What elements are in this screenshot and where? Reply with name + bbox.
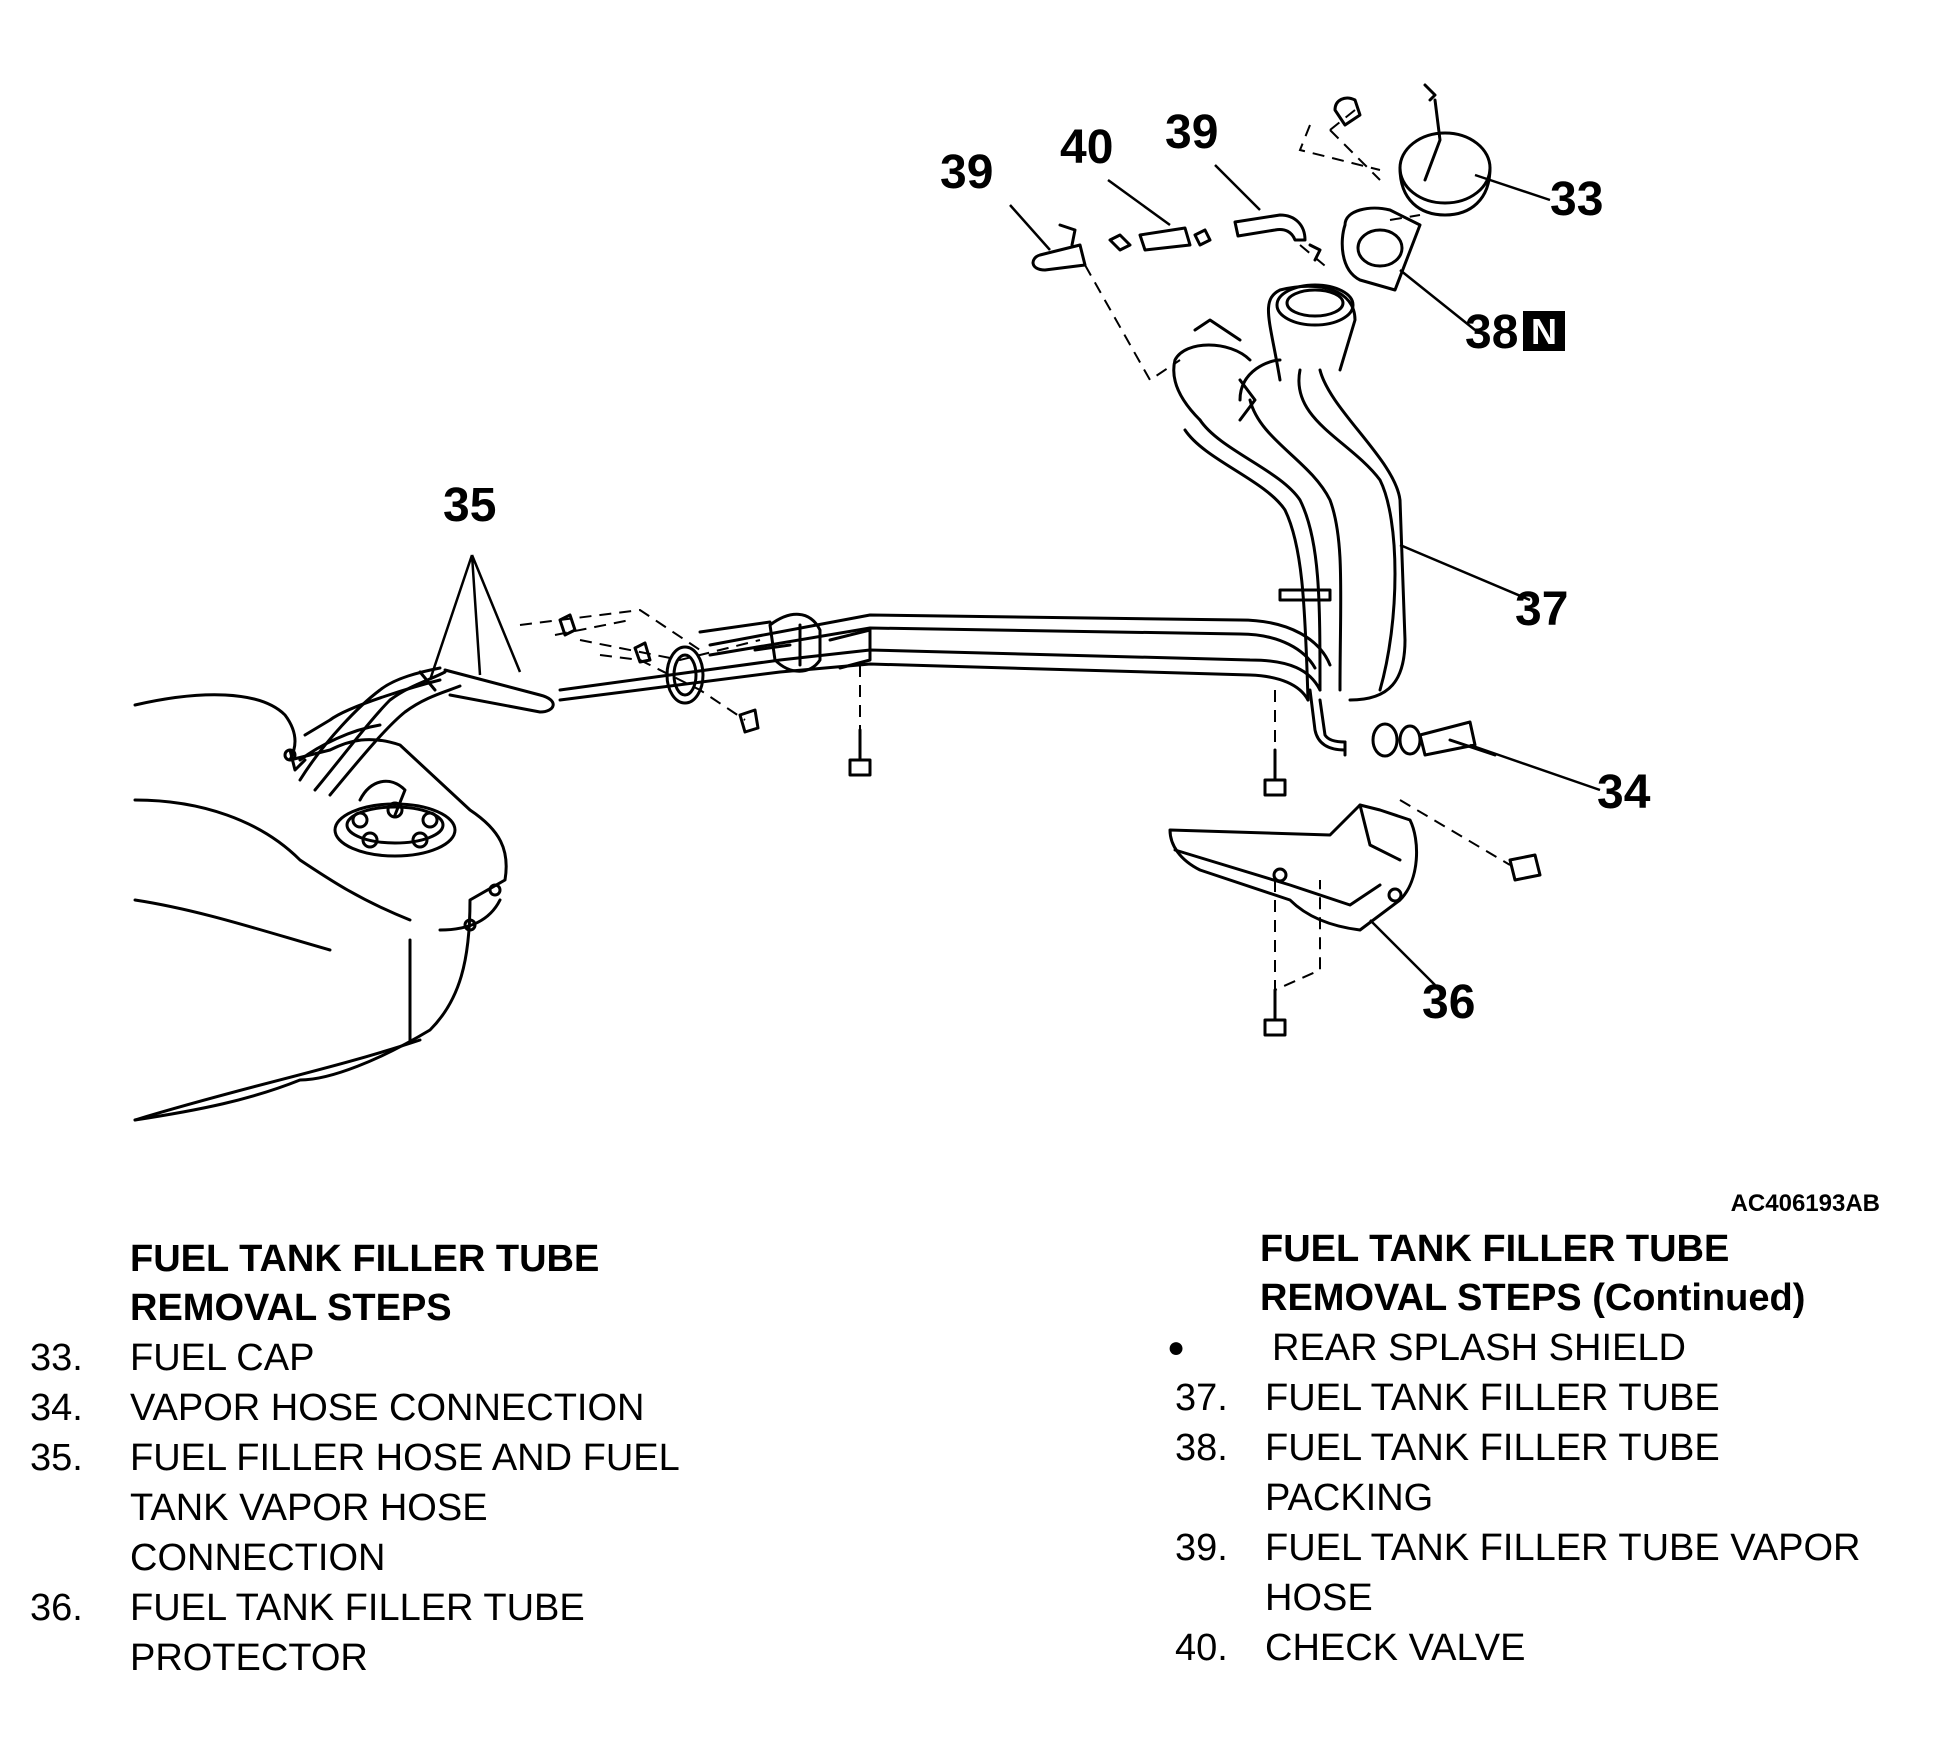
mounting-bolts [848,728,1542,1037]
filler-tube-protector [1168,803,1419,932]
step-38: 38. FUEL TANK FILLER TUBE PACKING [1165,1423,1945,1523]
steps-heading-continued: FUEL TANK FILLER TUBE REMOVAL STEPS (Con… [1260,1228,1806,1319]
figure-code: AC406193AB [1730,1190,1880,1217]
removal-steps-right: FUEL TANK FILLER TUBE REMOVAL STEPS (Con… [1165,1225,1945,1673]
leader-36 [1369,919,1436,986]
step-35: 35. FUEL FILLER HOSE AND FUEL TANK VAPOR… [30,1433,790,1583]
leader-33 [1474,173,1551,202]
step-36: 36. FUEL TANK FILLER TUBE PROTECTOR [30,1583,790,1683]
fuel-tank [133,693,508,1122]
bullet-icon: ● [1167,1331,1186,1364]
leader-35 [428,554,522,681]
step-39: 39. FUEL TANK FILLER TUBE VAPOR HOSE [1165,1523,1945,1623]
step-text: FUEL CAP [130,1337,315,1379]
callout-37: 37 [1515,583,1568,636]
step-number: 39. [1175,1527,1228,1569]
filler-tube-exploded-diagram: 39 40 39 33 38 N 35 37 34 36 [133,83,1651,1122]
step-rear-splash-shield: ● REAR SPLASH SHIELD [1165,1323,1945,1373]
callout-39-right: 39 [1165,106,1218,159]
step-number: 40. [1175,1627,1228,1669]
fuel-cap-and-packing [1333,83,1492,292]
step-text: REAR SPLASH SHIELD [1272,1327,1686,1369]
step-text: FUEL FILLER HOSE AND FUEL TANK VAPOR HOS… [130,1437,680,1579]
step-40: 40. CHECK VALVE [1165,1623,1945,1673]
new-part-badge [1523,311,1565,351]
step-text: CHECK VALVE [1265,1627,1526,1669]
leader-38 [1399,269,1476,331]
filler-tube-long-section [558,612,1332,702]
step-text: FUEL TANK FILLER TUBE [1265,1377,1720,1419]
step-number: 38. [1175,1427,1228,1469]
callout-39-left: 39 [940,146,993,199]
vapor-pipe-lower [1308,688,1497,758]
step-number: 34. [30,1387,83,1429]
callout-40: 40 [1060,121,1113,174]
leader-40 [1107,178,1171,227]
step-text: VAPOR HOSE CONNECTION [130,1387,645,1429]
step-number: 36. [30,1587,83,1629]
leader-39b [1214,164,1261,211]
step-number: 35. [30,1437,83,1479]
callout-33: 33 [1550,173,1603,226]
step-text: FUEL TANK FILLER TUBE PROTECTOR [130,1587,585,1679]
step-number: 33. [30,1337,83,1379]
callout-34: 34 [1597,766,1651,819]
step-text: FUEL TANK FILLER TUBE VAPOR HOSE [1265,1527,1861,1619]
leader-34 [1469,743,1601,792]
filler-neck [1172,283,1407,702]
filler-hose-assembly [288,666,555,797]
check-valve-assembly [1031,213,1322,272]
step-33: 33. FUEL CAP [30,1333,790,1383]
new-part-badge-label: N [1531,311,1557,352]
callout-36: 36 [1422,976,1475,1029]
leader-39a [1009,204,1051,251]
hose-clamps [558,613,760,734]
steps-heading: FUEL TANK FILLER TUBE REMOVAL STEPS [130,1238,600,1329]
step-34: 34. VAPOR HOSE CONNECTION [30,1383,790,1433]
leader-37 [1399,543,1531,602]
step-number: 37. [1175,1377,1228,1419]
callout-35: 35 [443,479,496,532]
step-text: FUEL TANK FILLER TUBE PACKING [1265,1427,1720,1519]
step-37: 37. FUEL TANK FILLER TUBE [1165,1373,1945,1423]
removal-steps-left: FUEL TANK FILLER TUBE REMOVAL STEPS 33. … [30,1235,790,1683]
callout-38: 38 [1465,306,1518,359]
